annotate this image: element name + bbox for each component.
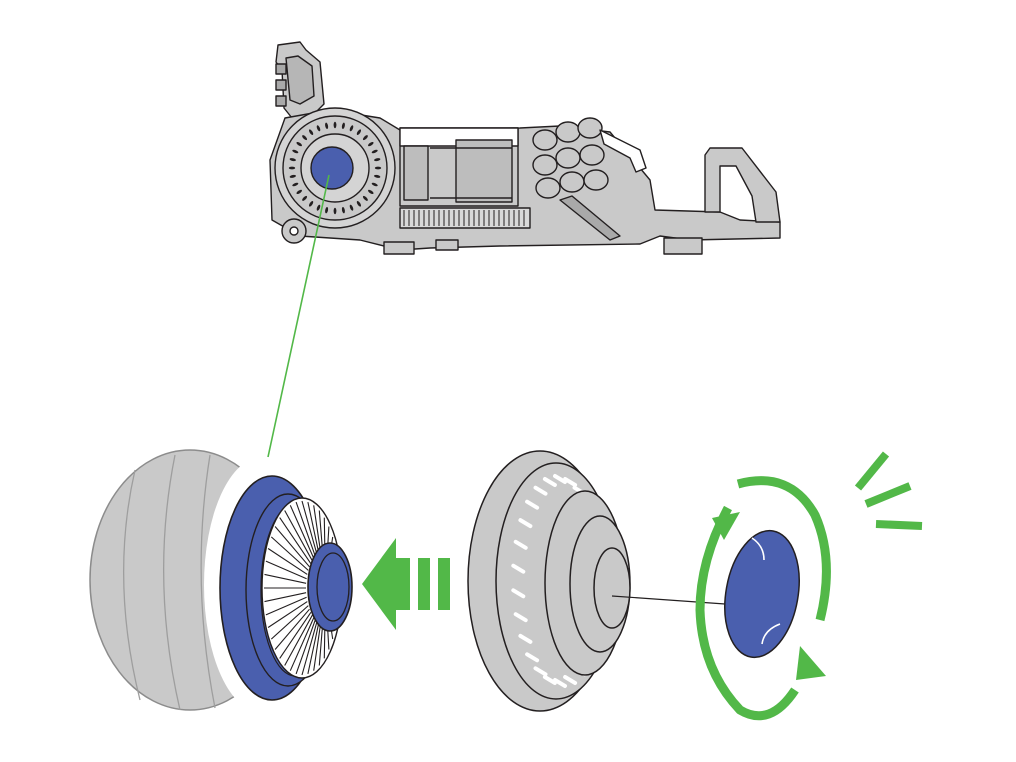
pleat-line [270,536,309,571]
filter-slot [518,518,533,529]
vacuum-icon [269,41,781,255]
vent-hole [368,141,374,147]
pleat-line [265,560,307,580]
pleat-line [295,617,317,675]
pleat-line [270,605,309,640]
vent-hole [374,158,381,162]
pleat-line [274,526,310,568]
filter-slot [518,633,533,644]
vent-hole [308,129,314,135]
filter-cap-icon [724,529,800,659]
vent-hole [308,201,314,207]
vent-hole [374,166,382,170]
alignment-line [611,595,726,605]
pleat-line [301,500,319,559]
vent-hole [356,201,362,207]
vent-hole [325,207,329,214]
filter-slot [513,539,528,550]
vent-hole [302,135,308,141]
vent-hole [341,122,345,129]
vent-hole [362,195,368,201]
push-in-arrow-icon [362,538,450,630]
vent-hole [296,141,302,147]
filter-slot [511,588,526,599]
vent-hole [316,125,321,132]
filter-slot [553,678,567,688]
pleat-line [279,611,312,659]
filter-slot [525,499,540,510]
vent-hole [368,189,374,195]
pleat-line [264,592,307,603]
pleat-line [301,617,319,676]
vent-hole [302,195,308,201]
filter-slot [525,652,540,663]
vent-hole [349,125,354,132]
vent-hole [296,189,302,195]
ball-vent-ring [288,121,382,215]
filter-slot [542,477,557,487]
pleat-line [295,501,317,559]
rotation-arrowheads [712,512,826,680]
vent-hole [333,207,337,215]
filter-location-highlight [310,146,354,190]
filter-slot [553,474,567,484]
filter-slot [542,675,557,685]
filter-slot [511,563,526,574]
filter-slot [563,675,578,685]
pleat-line [284,614,314,666]
vent-hole [325,122,329,129]
pleat-line [289,616,315,671]
filter-slot [513,612,528,623]
pleat-line [267,601,308,628]
motor-ball-icon [89,449,353,713]
vent-hole [371,182,378,187]
vent-hole [292,149,299,154]
leader-line [267,174,330,458]
base-rail [399,207,531,229]
vent-hole [289,174,296,178]
vent-hole [374,174,381,178]
cyclone-cones [532,117,609,199]
pleat-line [274,608,310,650]
pleat-line [265,596,307,616]
post-motor-filter-icon [467,450,631,712]
vent-hole [341,207,345,214]
click-marks-icon [854,451,923,530]
vent-hole [292,182,299,187]
vent-hole [289,158,296,162]
vent-hole [288,166,296,170]
filter-slot [533,666,548,677]
carry-handle [704,147,781,223]
pleat-line [267,548,308,575]
pleat-line [284,510,314,562]
rotation-arrows-icon [695,476,831,721]
vent-hole [316,204,321,211]
vent-hole [362,135,368,141]
pleat-line [289,505,315,560]
filter-slot [533,485,548,496]
vent-hole [349,204,354,211]
vent-hole [371,149,378,154]
vent-hole [356,129,362,135]
vent-hole [333,121,337,129]
pleat-line [264,573,307,584]
pleat-line [307,617,321,675]
filter-slot [563,477,578,487]
pleat-line [279,517,312,565]
